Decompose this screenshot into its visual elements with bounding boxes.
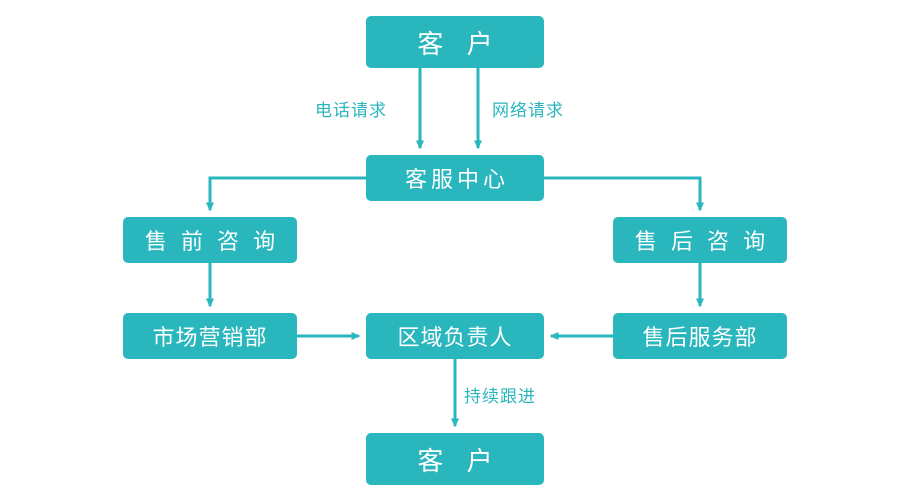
node-presale-consult[interactable]: 售 前 咨 询 bbox=[123, 217, 297, 263]
edge-label-phone-request: 电话请求 bbox=[315, 101, 387, 120]
edge-label-continuous-followup: 持续跟进 bbox=[464, 387, 536, 406]
node-region-manager[interactable]: 区域负责人 bbox=[366, 313, 544, 359]
edge-label-web-request: 网络请求 bbox=[492, 101, 564, 120]
node-aftersale-dept[interactable]: 售后服务部 bbox=[613, 313, 787, 359]
node-marketing-dept[interactable]: 市场营销部 bbox=[123, 313, 297, 359]
node-customer-bottom[interactable]: 客 户 bbox=[366, 433, 544, 485]
node-service-center[interactable]: 客服中心 bbox=[366, 155, 544, 201]
edge-center-to-presale bbox=[206, 176, 366, 212]
node-aftersale-consult[interactable]: 售 后 咨 询 bbox=[613, 217, 787, 263]
edge-center-to-aftersale bbox=[544, 176, 704, 212]
node-customer-top[interactable]: 客 户 bbox=[366, 16, 544, 68]
